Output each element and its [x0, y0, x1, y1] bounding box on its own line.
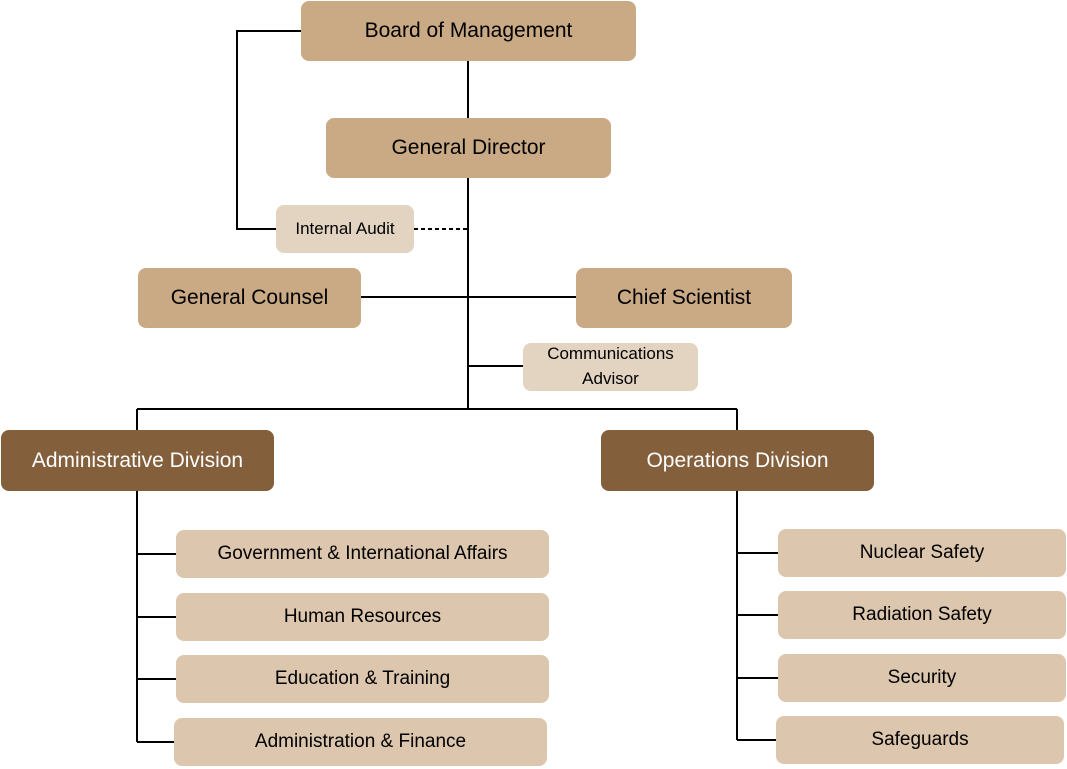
- board-to-audit-line: [236, 30, 301, 230]
- ops-unit-box: Security: [778, 654, 1066, 702]
- admin-unit-box: Education & Training: [176, 655, 549, 703]
- ops-unit-label: Security: [887, 666, 957, 688]
- operations-division-label: Operations Division: [646, 448, 829, 472]
- board-of-management-label: Board of Management: [364, 19, 573, 43]
- chief-scientist-label: Chief Scientist: [616, 286, 752, 310]
- communications-advisor-box: Communications Advisor: [523, 343, 698, 391]
- board-of-management-box: Board of Management: [301, 1, 636, 61]
- administrative-division-label: Administrative Division: [31, 448, 244, 472]
- admin-unit-label: Government & International Affairs: [217, 542, 508, 564]
- admin-unit-label: Education & Training: [274, 667, 451, 689]
- chief-scientist-box: Chief Scientist: [576, 268, 792, 328]
- admin-unit-box: Human Resources: [176, 593, 549, 641]
- communications-advisor-label-line2: Advisor: [582, 369, 639, 388]
- ops-unit-label: Radiation Safety: [852, 603, 992, 625]
- ops-unit-label: Safeguards: [871, 728, 969, 750]
- general-counsel-box: General Counsel: [138, 268, 361, 328]
- ops-unit-box: Safeguards: [776, 716, 1064, 764]
- general-director-box: General Director: [326, 118, 611, 178]
- internal-audit-label: Internal Audit: [295, 218, 395, 238]
- admin-unit-label: Administration & Finance: [254, 730, 467, 752]
- admin-unit-label: Human Resources: [283, 605, 442, 627]
- general-counsel-label: General Counsel: [170, 286, 329, 310]
- administrative-division-box: Administrative Division: [1, 430, 274, 491]
- communications-advisor-label-line1: Communications: [547, 344, 674, 364]
- ops-unit-box: Radiation Safety: [778, 591, 1066, 639]
- admin-unit-box: Government & International Affairs: [176, 530, 549, 578]
- general-director-label: General Director: [391, 136, 546, 160]
- ops-unit-box: Nuclear Safety: [778, 529, 1066, 577]
- operations-division-box: Operations Division: [601, 430, 874, 491]
- admin-unit-box: Administration & Finance: [174, 718, 547, 766]
- internal-audit-box: Internal Audit: [276, 205, 414, 253]
- ops-unit-label: Nuclear Safety: [859, 541, 985, 563]
